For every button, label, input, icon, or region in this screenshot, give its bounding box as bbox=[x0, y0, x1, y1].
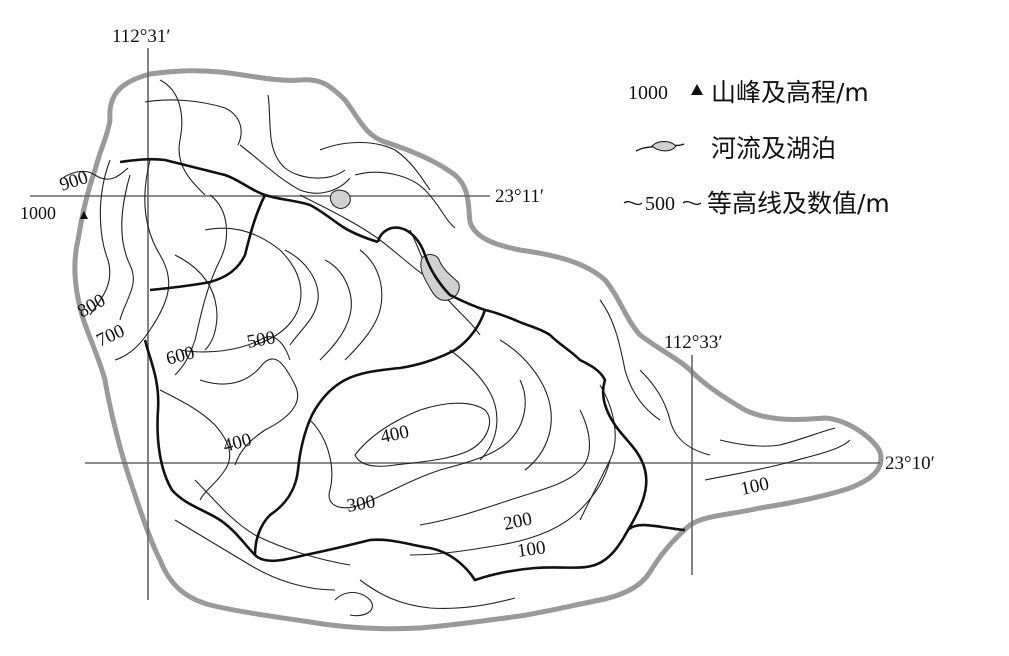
contour-400-ring bbox=[354, 402, 490, 467]
legend-peak-triangle-icon bbox=[691, 84, 703, 95]
contour-upper-4 bbox=[267, 94, 346, 179]
contour-right-3 bbox=[719, 427, 836, 447]
legend-contour-sample: 500 bbox=[645, 193, 675, 215]
contour-lower-1 bbox=[174, 519, 336, 591]
contour-600 bbox=[174, 194, 228, 376]
rivers bbox=[119, 157, 686, 582]
contour-label-300: 300 bbox=[345, 491, 377, 517]
lon-label-left: 112°31′ bbox=[112, 26, 171, 47]
legend-contour-tilde-left bbox=[623, 200, 643, 206]
contour-mid-9 bbox=[499, 339, 552, 471]
contour-mid-1 bbox=[174, 254, 218, 351]
contour-upper-3 bbox=[239, 144, 351, 194]
lat-label-bottom: 23°10′ bbox=[885, 453, 935, 474]
contour-right-4 bbox=[579, 384, 616, 521]
legend-river-icon bbox=[635, 141, 685, 152]
contour-700 bbox=[114, 159, 170, 361]
legend: 1000 山峰及高程/m 河流及湖泊 500 等高线及数值/m bbox=[623, 78, 890, 218]
contour-200 bbox=[419, 409, 591, 526]
tributary-lake bbox=[376, 226, 486, 312]
contour-mid-2 bbox=[204, 227, 302, 346]
contour-500 bbox=[284, 249, 319, 346]
contour-label-500: 500 bbox=[245, 327, 277, 353]
legend-contour-tilde-right bbox=[682, 200, 702, 206]
legend-peak-label: 山峰及高程/m bbox=[711, 78, 869, 107]
peak-triangle-icon: ▲ bbox=[77, 208, 91, 223]
tributary-east bbox=[484, 308, 648, 531]
contour-label-100a: 100 bbox=[516, 537, 547, 562]
contour-right-1 bbox=[599, 299, 661, 421]
contour-upper-2 bbox=[159, 79, 206, 196]
contour-labels: 900 800 700 600 500 400 400 300 200 100 … bbox=[57, 167, 771, 562]
peak-elevation: 1000 bbox=[20, 203, 56, 223]
contour-mid-4 bbox=[344, 249, 383, 361]
lon-label-right: 112°33′ bbox=[664, 332, 723, 353]
legend-peak-sample: 1000 bbox=[628, 82, 668, 104]
contour-300 bbox=[309, 379, 526, 509]
contour-lower-4 bbox=[334, 591, 373, 617]
contour-right-2 bbox=[639, 369, 711, 456]
contour-400-curve bbox=[199, 358, 299, 466]
contour-800 bbox=[89, 159, 111, 316]
main-river bbox=[143, 339, 686, 582]
tributary-west bbox=[149, 194, 267, 292]
contour-label-200: 200 bbox=[502, 508, 534, 534]
contour-upper-6 bbox=[354, 171, 456, 229]
contour-label-100b: 100 bbox=[739, 473, 771, 499]
legend-contour-label: 等高线及数值/m bbox=[707, 189, 890, 218]
contour-lines bbox=[59, 79, 851, 617]
basin-boundary bbox=[72, 68, 884, 632]
contour-mid-8 bbox=[449, 349, 498, 461]
tributary-center bbox=[253, 309, 487, 556]
contour-900 bbox=[59, 167, 129, 181]
contour-mid-3 bbox=[319, 259, 352, 361]
contour-label-400b: 400 bbox=[379, 421, 411, 447]
contour-mid-7 bbox=[179, 336, 291, 361]
contour-label-600: 600 bbox=[164, 342, 197, 370]
contour-100b bbox=[704, 439, 851, 481]
lat-label-top: 23°11′ bbox=[495, 186, 544, 207]
contour-label-400a: 400 bbox=[221, 429, 254, 457]
contour-mid-5 bbox=[299, 194, 441, 286]
contour-400-left bbox=[159, 389, 231, 501]
contour-100a bbox=[409, 459, 611, 556]
contour-lower-2 bbox=[194, 479, 351, 566]
contour-label-700: 700 bbox=[93, 320, 128, 351]
legend-river-label: 河流及湖泊 bbox=[711, 134, 836, 163]
pond bbox=[329, 189, 351, 209]
contour-800b bbox=[119, 174, 134, 321]
contour-upper-1 bbox=[144, 99, 242, 146]
contour-upper-5 bbox=[319, 142, 431, 191]
contour-lower-3 bbox=[359, 579, 516, 609]
